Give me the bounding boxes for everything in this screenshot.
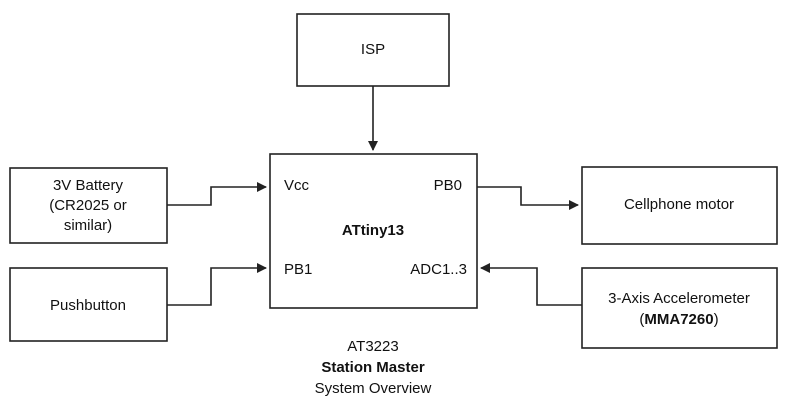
wire-pb0-to-motor (477, 186, 579, 210)
pushbutton-label: Pushbutton (50, 297, 126, 314)
caption-line2: Station Master (321, 359, 425, 376)
accelerometer-part-open: ( (639, 311, 644, 328)
caption-line3: System Overview (315, 380, 432, 397)
battery-label-line3: similar) (64, 217, 112, 234)
accelerometer-part-close: ) (714, 311, 719, 328)
mcu-name-label: ATtiny13 (342, 222, 404, 239)
accelerometer-part-number: MMA7260 (644, 311, 713, 328)
pin-adc-label: ADC1..3 (410, 261, 467, 278)
pushbutton-block: Pushbutton (9, 267, 168, 342)
battery-label-line1: 3V Battery (53, 177, 124, 194)
accelerometer-label: 3-Axis Accelerometer (608, 290, 750, 307)
wire-pushbutton-to-pb1 (167, 263, 267, 306)
pin-pb1-label: PB1 (284, 261, 312, 278)
isp-block: ISP (296, 13, 450, 87)
wire-accelerometer-to-adc (480, 263, 582, 306)
motor-block: Cellphone motor (581, 166, 778, 245)
mcu-block: Vcc PB0 ATtiny13 PB1 ADC1..3 (269, 153, 478, 309)
caption-line1: AT3223 (347, 338, 398, 355)
accelerometer-block: 3-Axis Accelerometer (MMA7260) (581, 267, 778, 349)
isp-label: ISP (361, 41, 385, 58)
wire-battery-to-vcc (167, 182, 267, 206)
pin-vcc-label: Vcc (284, 177, 310, 194)
battery-block: 3V Battery (CR2025 or similar) (9, 167, 168, 244)
pin-pb0-label: PB0 (434, 177, 462, 194)
accelerometer-part-label: (MMA7260) (639, 311, 718, 328)
battery-label-line2: (CR2025 or (49, 197, 127, 214)
diagram-caption: AT3223 Station Master System Overview (315, 338, 432, 397)
motor-label: Cellphone motor (624, 196, 734, 213)
